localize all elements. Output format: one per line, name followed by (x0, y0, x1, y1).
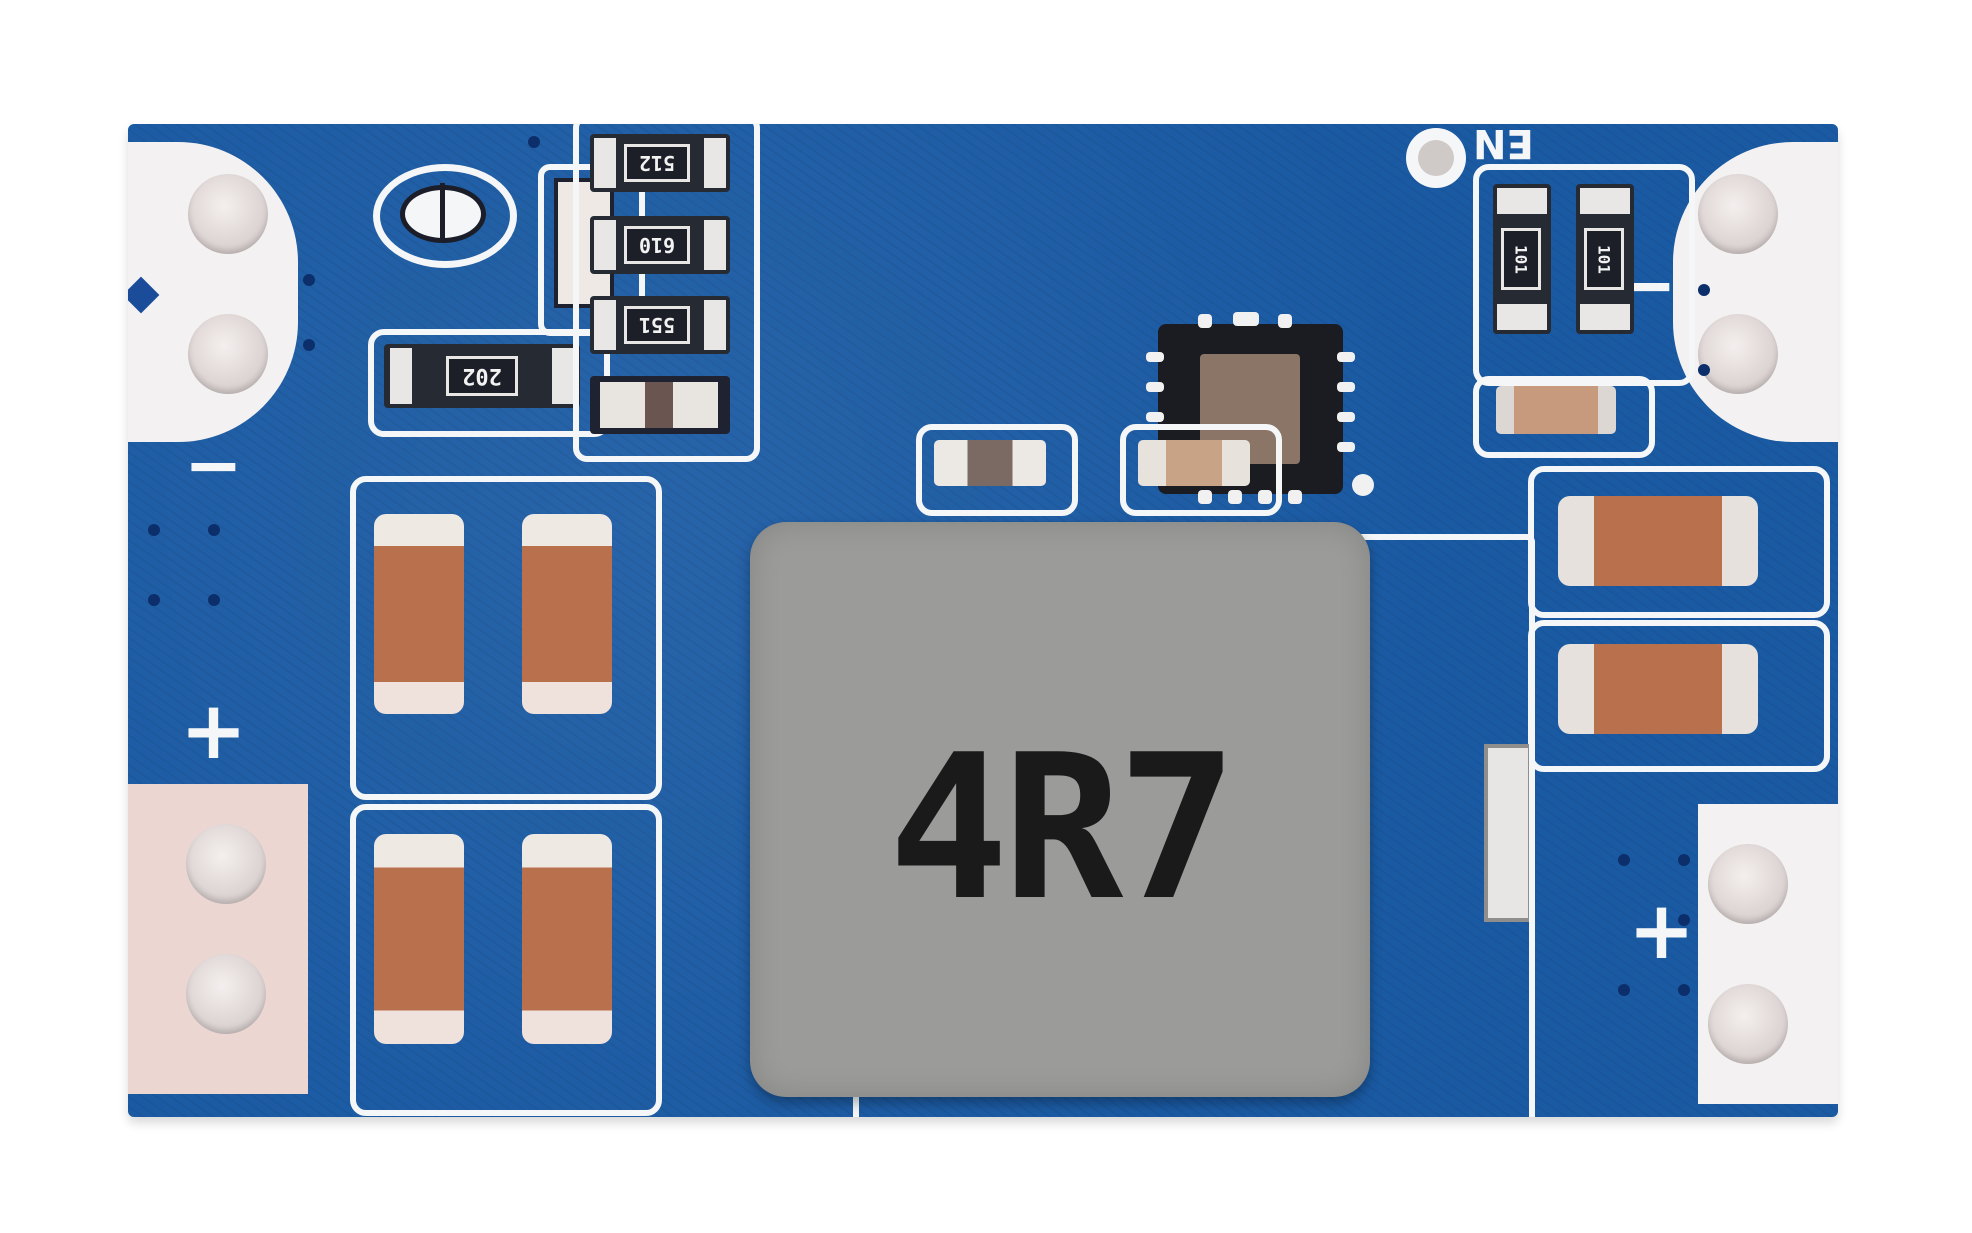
small-capacitor-c4-outline (1120, 424, 1282, 516)
input-capacitor-3 (374, 834, 464, 1044)
small-capacitor-c2 (1496, 386, 1616, 434)
input-cap-outline-bottom (350, 804, 662, 1116)
left-positive-hole-1 (186, 824, 266, 904)
via (208, 594, 220, 606)
left-positive-hole-2 (186, 954, 266, 1034)
output-capacitor-2 (1558, 644, 1758, 734)
right-positive-hole-2 (1708, 984, 1788, 1064)
left-positive-label: + (180, 684, 248, 777)
small-capacitor-c4 (1138, 440, 1250, 486)
input-capacitor-4 (522, 834, 612, 1044)
right-negative-hole-1 (1698, 174, 1778, 254)
right-positive-label: + (1628, 884, 1696, 977)
via (1678, 984, 1690, 996)
resistor-column-outline (573, 124, 760, 462)
left-negative-hole-2 (188, 314, 268, 394)
small-capacitor-c3-outline (916, 424, 1078, 516)
resistor-r5: 101 (1493, 184, 1551, 334)
small-capacitor-c2-outline (1473, 376, 1655, 458)
pcb-board: − + − + 202 512 610 551 (128, 124, 1838, 1117)
via (303, 274, 315, 286)
en-test-point[interactable] (1406, 128, 1466, 188)
resistor-r2: 610 (590, 216, 730, 274)
resistor-r3: 551 (590, 296, 730, 354)
via (303, 339, 315, 351)
right-negative-hole-2 (1698, 314, 1778, 394)
left-negative-label: − (184, 424, 243, 506)
via (148, 594, 160, 606)
via (1678, 854, 1690, 866)
polarity-circle-icon (373, 164, 517, 268)
via (1618, 984, 1630, 996)
small-capacitor-c3 (934, 440, 1046, 486)
resistor-r1: 512 (590, 134, 730, 192)
output-capacitor-1 (1558, 496, 1758, 586)
power-inductor: 4R7 (750, 522, 1370, 1097)
regulator-ic (1146, 312, 1355, 504)
via (148, 524, 160, 536)
via (1618, 854, 1630, 866)
en-label: EN (1473, 124, 1534, 166)
ic-pin1-dot (1352, 474, 1374, 496)
input-capacitor-2 (522, 514, 612, 714)
input-cap-outline-top (350, 476, 662, 800)
input-capacitor-1 (374, 514, 464, 714)
via (1698, 364, 1710, 376)
inductor-marking: 4R7 (888, 712, 1237, 945)
via (528, 136, 540, 148)
resistor-r6: 101 (1576, 184, 1634, 334)
via (1678, 914, 1690, 926)
right-positive-hole-1 (1708, 844, 1788, 924)
resistor-r4: 202 (384, 344, 580, 408)
en-resistors-outline (1473, 164, 1695, 386)
left-negative-hole-1 (188, 174, 268, 254)
via (1698, 284, 1710, 296)
via (208, 524, 220, 536)
small-capacitor-c1 (590, 376, 730, 434)
